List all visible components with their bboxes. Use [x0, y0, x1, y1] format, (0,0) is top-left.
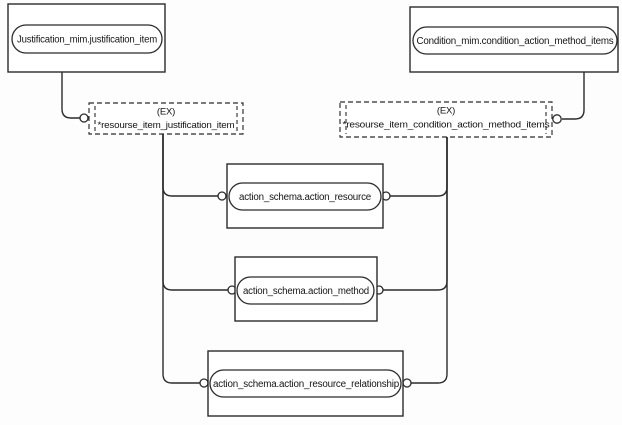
wire-refleft-to-action-resource-relationship — [162, 134, 200, 384]
ref-box-resourse-item-condition-action-method-items: (EX) *resourse_item_condition_action_met… — [339, 101, 553, 138]
entity-condition-label: Condition_mim.condition_action_method_it… — [417, 36, 614, 47]
wire-refleft-to-action-resource — [162, 134, 218, 197]
entity-action-resource: action_schema.action_resource — [226, 163, 384, 229]
entity-action-method-oval — [236, 276, 375, 305]
circle-terminal-justification-ref — [79, 113, 89, 123]
entity-condition-oval — [412, 26, 618, 55]
ref-right-label: *resourse_item_condition_action_method_i… — [343, 120, 550, 131]
entity-action-method: action_schema.action_method — [234, 256, 378, 322]
entity-justification-label: Justification_mim.justification_item — [17, 35, 157, 46]
circle-terminal-relationship-left — [199, 378, 209, 388]
connector-wires — [61, 72, 585, 388]
entity-action-resource-relationship-oval — [209, 369, 402, 398]
circle-terminal-relationship-right — [402, 378, 412, 388]
wire-condition-to-ref — [562, 72, 585, 120]
ref-box-resourse-item-justification-item: (EX) *resourse_item_justification_item — [88, 102, 244, 135]
entity-condition-action-method-items: Condition_mim.condition_action_method_it… — [409, 6, 619, 73]
wire-refright-to-action-resource — [390, 137, 448, 197]
entity-action-resource-relationship: action_schema.action_resource_relationsh… — [207, 350, 404, 417]
entity-action-resource-relationship-label: action_schema.action_resource_relationsh… — [213, 379, 400, 390]
wire-refleft-to-action-method — [162, 134, 228, 291]
ref-right-dashed-box — [339, 101, 553, 138]
wire-refright-to-action-resource-relationship — [411, 137, 448, 384]
ref-left-dashed-box — [88, 102, 244, 135]
entity-justification-item: Justification_mim.justification_item — [7, 3, 166, 73]
entity-action-resource-oval — [228, 182, 382, 211]
entity-justification-oval — [11, 24, 163, 54]
entity-action-resource-label: action_schema.action_resource — [239, 192, 372, 203]
ref-left-ex-tag: (EX) — [157, 107, 175, 118]
circle-terminal-condition-ref — [552, 114, 562, 124]
ref-left-label: *resourse_item_justification_item — [98, 120, 235, 131]
ref-right-ex-tag: (EX) — [437, 106, 455, 117]
entity-action-method-label: action_schema.action_method — [243, 286, 369, 297]
wire-justification-to-ref — [61, 72, 80, 119]
circle-terminal-resource-left — [217, 191, 227, 201]
wire-refright-to-action-method — [383, 137, 448, 291]
